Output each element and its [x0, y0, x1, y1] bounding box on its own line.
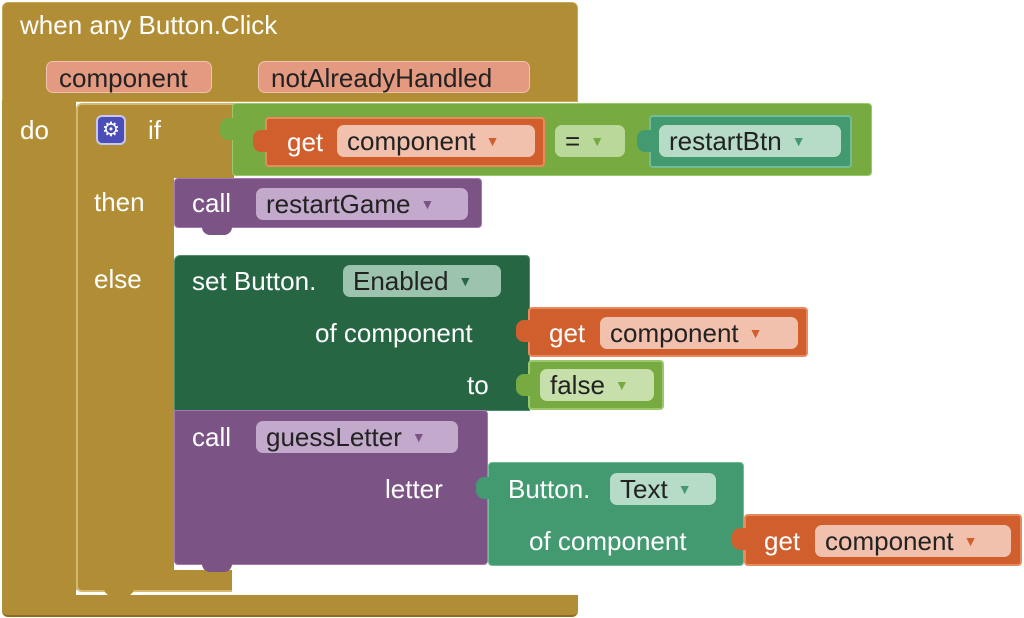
call-restartgame-notch [202, 226, 232, 235]
to-label: to [467, 370, 489, 400]
property-dropdown-enabled[interactable]: Enabled▼ [343, 265, 501, 297]
event-block-bottom [2, 595, 578, 617]
get-component-plug-set [516, 320, 530, 342]
gear-icon[interactable]: ⚙ [96, 115, 126, 145]
component-block-plug [637, 130, 651, 152]
of-component-label-getter: of component [529, 526, 687, 556]
do-label: do [20, 115, 49, 145]
if-block-left [76, 170, 174, 590]
get-label-cond: get [287, 127, 324, 157]
var-dropdown-cond[interactable]: component▼ [337, 125, 535, 157]
call-guessletter-notch [202, 563, 232, 572]
boolean-false-plug [516, 374, 530, 396]
event-header: when any Button.Click [20, 10, 278, 40]
else-label: else [94, 264, 142, 294]
get-label-getter: get [764, 526, 801, 556]
property-dropdown-text[interactable]: Text▼ [610, 473, 716, 505]
call-label-then: call [192, 188, 232, 218]
if-block-bottom [76, 570, 232, 592]
operator-dropdown[interactable]: =▼ [555, 125, 625, 157]
logic-compare-plug [220, 118, 234, 140]
call-label-else: call [192, 422, 232, 452]
button-getter-prefix: Button. [508, 474, 591, 504]
event-block-left [2, 100, 76, 600]
get-component-plug-cond [253, 130, 267, 152]
if-block-notch [104, 588, 134, 596]
param-not-already-handled[interactable]: notAlreadyHandled [258, 61, 530, 93]
button-text-getter-plug [476, 477, 490, 499]
get-label-set: get [549, 318, 586, 348]
letter-arg-label: letter [385, 474, 443, 504]
component-dropdown-restartbtn[interactable]: restartBtn▼ [659, 125, 841, 157]
var-dropdown-set[interactable]: component▼ [600, 317, 798, 349]
set-button-prefix: set Button. [192, 266, 317, 296]
then-label: then [94, 187, 145, 217]
param-component[interactable]: component [46, 61, 212, 93]
get-component-plug-getter [732, 528, 746, 550]
of-component-label-set: of component [315, 318, 473, 348]
var-dropdown-getter[interactable]: component▼ [815, 525, 1011, 557]
procedure-dropdown-guessletter[interactable]: guessLetter▼ [256, 421, 458, 453]
if-label: if [148, 115, 161, 145]
procedure-dropdown-restartgame[interactable]: restartGame▼ [256, 188, 468, 220]
boolean-dropdown-false[interactable]: false▼ [540, 369, 654, 401]
